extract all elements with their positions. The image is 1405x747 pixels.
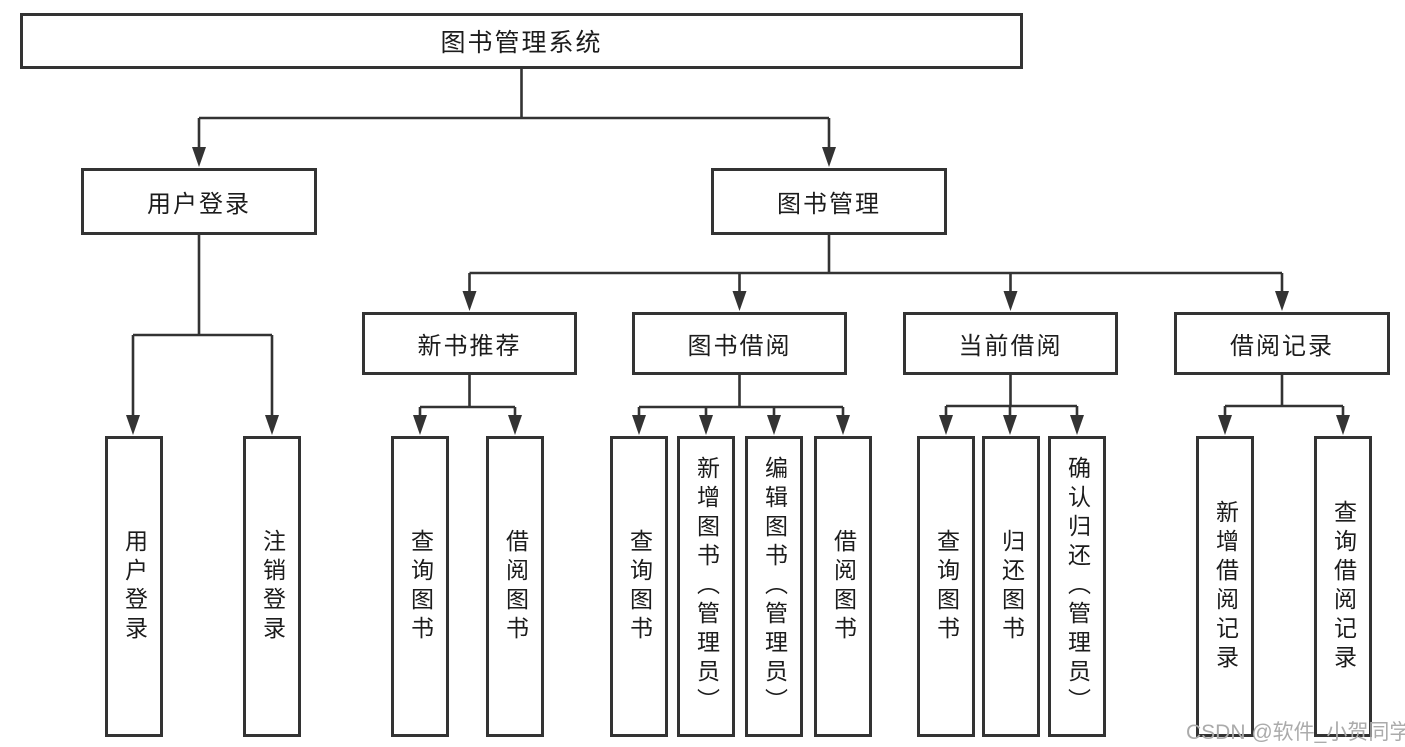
- leaf-edit-books-admin: 编辑图书（管理员）: [745, 436, 803, 737]
- node-label: 图书管理: [777, 191, 881, 218]
- node-label: 新增图书（管理员）: [693, 456, 720, 717]
- node-root-library-system: 图书管理系统: [20, 13, 1023, 69]
- leaf-add-books-admin: 新增图书（管理员）: [677, 436, 735, 737]
- node-label: 图书管理系统: [440, 29, 603, 57]
- node-label: 新增借阅记录: [1212, 499, 1239, 674]
- leaf-add-borrow-record: 新增借阅记录: [1196, 436, 1254, 737]
- leaf-borrow-books-borrow: 借阅图书: [814, 436, 872, 737]
- node-book-management: 图书管理: [711, 168, 947, 235]
- node-borrowing-records: 借阅记录: [1174, 312, 1390, 375]
- leaf-query-books-borrow: 查询图书: [610, 436, 668, 737]
- node-label: 归还图书: [998, 528, 1025, 645]
- node-label: 图书借阅: [687, 333, 792, 360]
- leaf-logout: 注销登录: [243, 436, 301, 737]
- leaf-borrow-books-recommend: 借阅图书: [486, 436, 544, 737]
- node-label: 确认归还（管理员）: [1064, 456, 1091, 717]
- leaf-confirm-return-admin: 确认归还（管理员）: [1048, 436, 1106, 737]
- arrowhead-icons: [126, 147, 1350, 435]
- leaf-return-books: 归还图书: [982, 436, 1040, 737]
- leaf-user-login: 用户登录: [105, 436, 163, 737]
- node-label: 查询借阅记录: [1330, 499, 1357, 674]
- node-current-borrowing: 当前借阅: [903, 312, 1118, 375]
- node-label: 查询图书: [626, 528, 653, 645]
- node-label: 当前借阅: [958, 333, 1063, 360]
- leaf-query-books-current: 查询图书: [917, 436, 975, 737]
- node-label: 用户登录: [121, 528, 148, 645]
- leaf-query-borrow-record: 查询借阅记录: [1314, 436, 1372, 737]
- node-label: 用户登录: [147, 191, 251, 218]
- node-book-borrowing: 图书借阅: [632, 312, 847, 375]
- node-user-login: 用户登录: [81, 168, 317, 235]
- node-new-book-recommend: 新书推荐: [362, 312, 577, 375]
- node-label: 编辑图书（管理员）: [761, 456, 788, 717]
- node-label: 查询图书: [407, 528, 434, 645]
- watermark: CSDN @软件_小贺同学: [1186, 721, 1405, 744]
- node-label: 查询图书: [933, 528, 960, 645]
- node-label: 注销登录: [259, 528, 286, 645]
- node-label: 借阅图书: [830, 528, 857, 645]
- node-label: 借阅记录: [1230, 333, 1334, 360]
- node-label: 借阅图书: [502, 528, 529, 645]
- leaf-query-books-recommend: 查询图书: [391, 436, 449, 737]
- node-label: 新书推荐: [417, 333, 522, 360]
